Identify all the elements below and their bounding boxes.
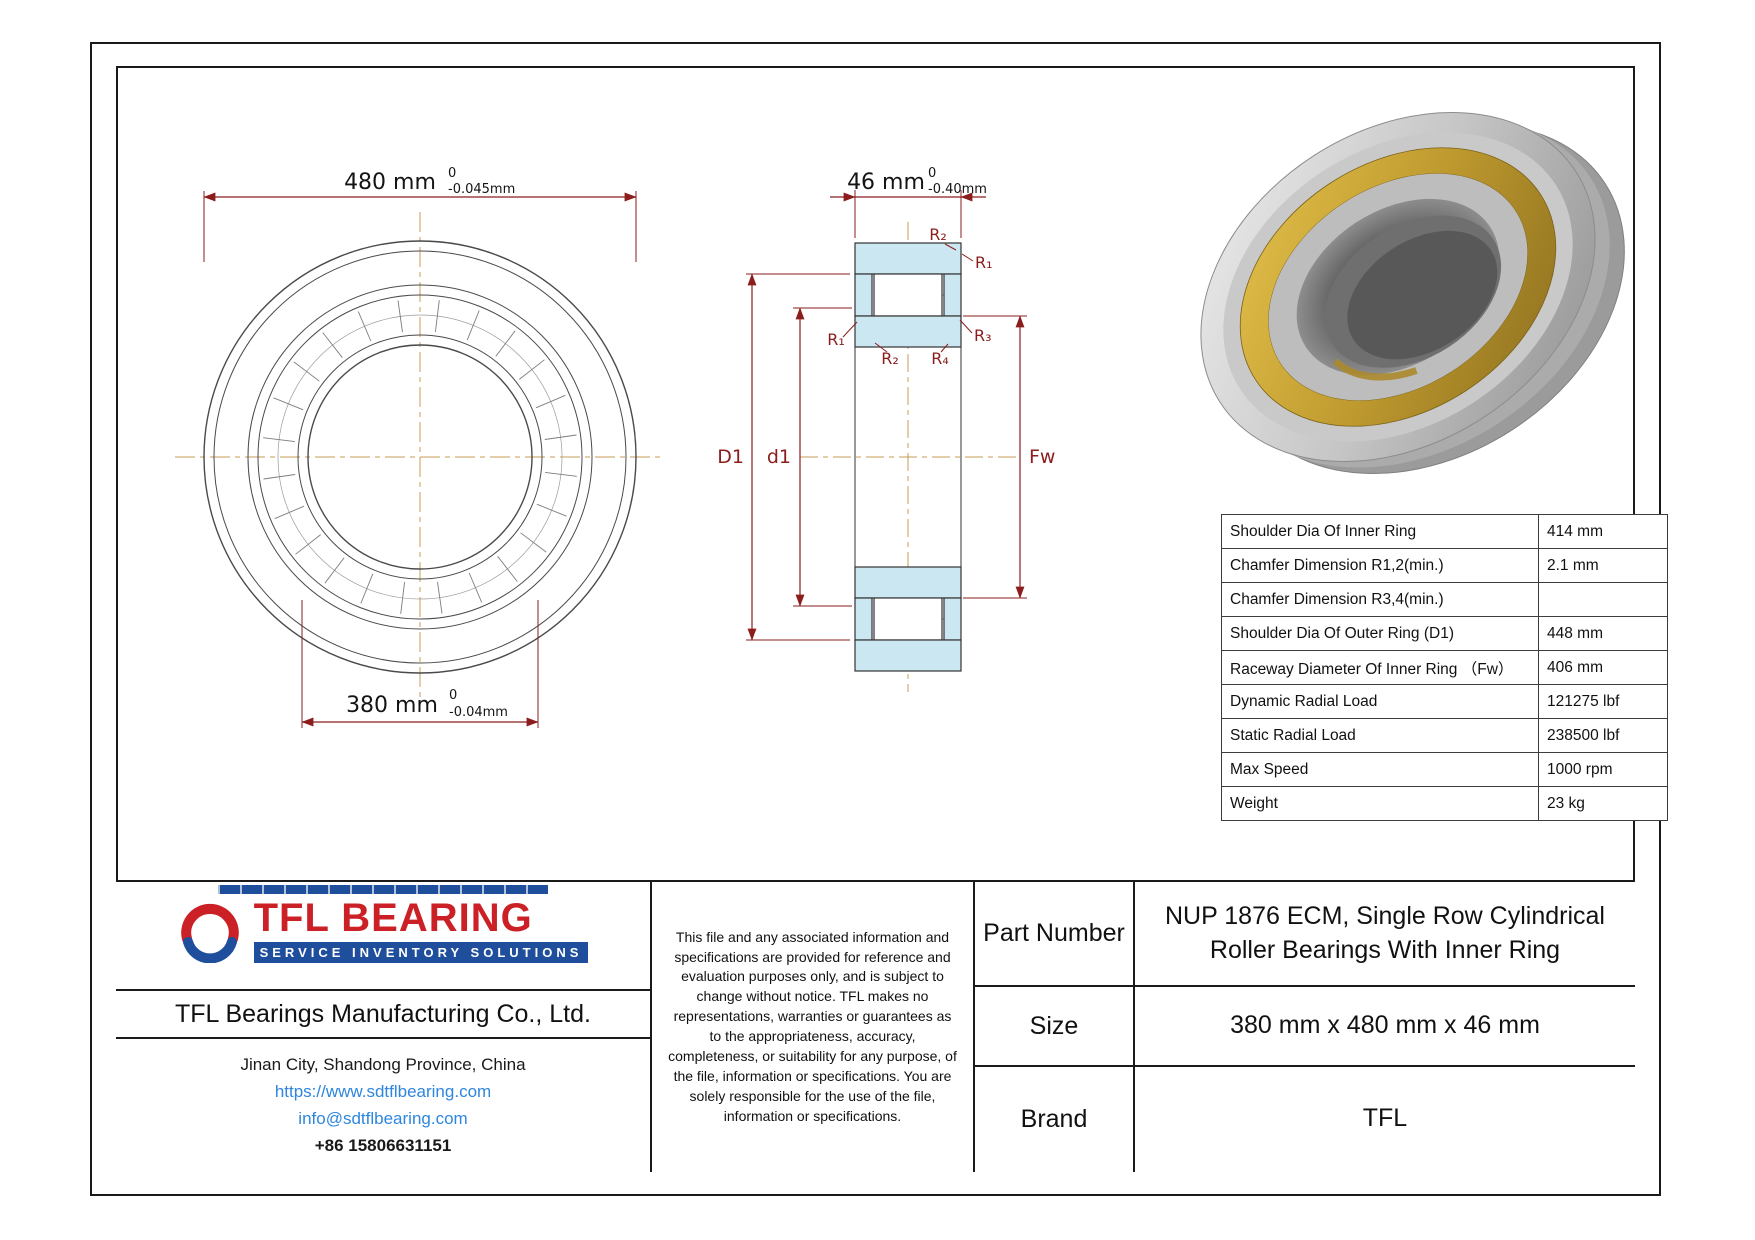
spec-label: Chamfer Dimension R1,2(min.) [1221,548,1539,583]
table-row: Shoulder Dia Of Outer Ring (D1)448 mm [1221,616,1668,651]
company-name: TFL Bearings Manufacturing Co., Ltd. [116,989,650,1037]
logo-cell: TFL BEARING SERVICE INVENTORY SOLUTIONS [116,882,650,989]
part-number-label: Part Number [983,919,1125,948]
brand-label: Brand [975,1064,1133,1172]
part-number-value: NUP 1876 ECM, Single Row Cylindrical Rol… [1165,901,1605,964]
logo-tagline: SERVICE INVENTORY SOLUTIONS [253,942,589,963]
field-labels-column: Part Number Size Brand [975,882,1135,1172]
title-block: TFL BEARING SERVICE INVENTORY SOLUTIONS … [116,880,1635,1172]
spec-label: Shoulder Dia Of Outer Ring (D1) [1221,616,1539,651]
table-row: Raceway Diameter Of Inner Ring （Fw）406 m… [1221,650,1668,685]
email-link[interactable]: info@sdtflbearing.com [298,1108,468,1128]
logo-top-stripe [218,885,548,894]
spec-label: Chamfer Dimension R3,4(min.) [1221,582,1539,617]
spec-value: 238500 lbf [1538,718,1668,753]
spec-value: 121275 lbf [1538,684,1668,719]
table-row: Chamfer Dimension R3,4(min.) [1221,582,1668,617]
spec-label: Max Speed [1221,752,1539,787]
phone-number: +86 15806631151 [314,1135,452,1155]
contact-cell: Jinan City, Shandong Province, China htt… [116,1036,650,1172]
spec-label: Static Radial Load [1221,718,1539,753]
table-row: Chamfer Dimension R1,2(min.)2.1 mm [1221,548,1668,583]
company-column: TFL BEARING SERVICE INVENTORY SOLUTIONS … [116,882,652,1172]
spec-value: 406 mm [1538,650,1668,685]
disclaimer-text: This file and any associated information… [668,928,957,1124]
spec-value: 1000 rpm [1538,752,1668,787]
field-values-column: NUP 1876 ECM, Single Row Cylindrical Rol… [1135,882,1635,1172]
spec-label: Weight [1221,786,1539,821]
brand-value: TFL [1135,1064,1635,1172]
spec-value: 2.1 mm [1538,548,1668,583]
disclaimer-cell: This file and any associated information… [652,882,975,1172]
spec-label: Shoulder Dia Of Inner Ring [1221,514,1539,549]
spec-value: 23 kg [1538,786,1668,821]
logo-wordmark: TFL BEARING [253,896,533,940]
spec-label: Dynamic Radial Load [1221,684,1539,719]
spec-value [1538,582,1668,617]
website-link[interactable]: https://www.sdtflbearing.com [274,1081,492,1101]
tfl-logo-icon [180,903,239,963]
spec-value: 448 mm [1538,616,1668,651]
size-label: Size [975,985,1133,1064]
company-address: Jinan City, Shandong Province, China [240,1054,526,1074]
spec-value: 414 mm [1538,514,1668,549]
spec-label: Raceway Diameter Of Inner Ring （Fw） [1221,650,1539,685]
size-value: 380 mm x 480 mm x 46 mm [1135,985,1635,1064]
